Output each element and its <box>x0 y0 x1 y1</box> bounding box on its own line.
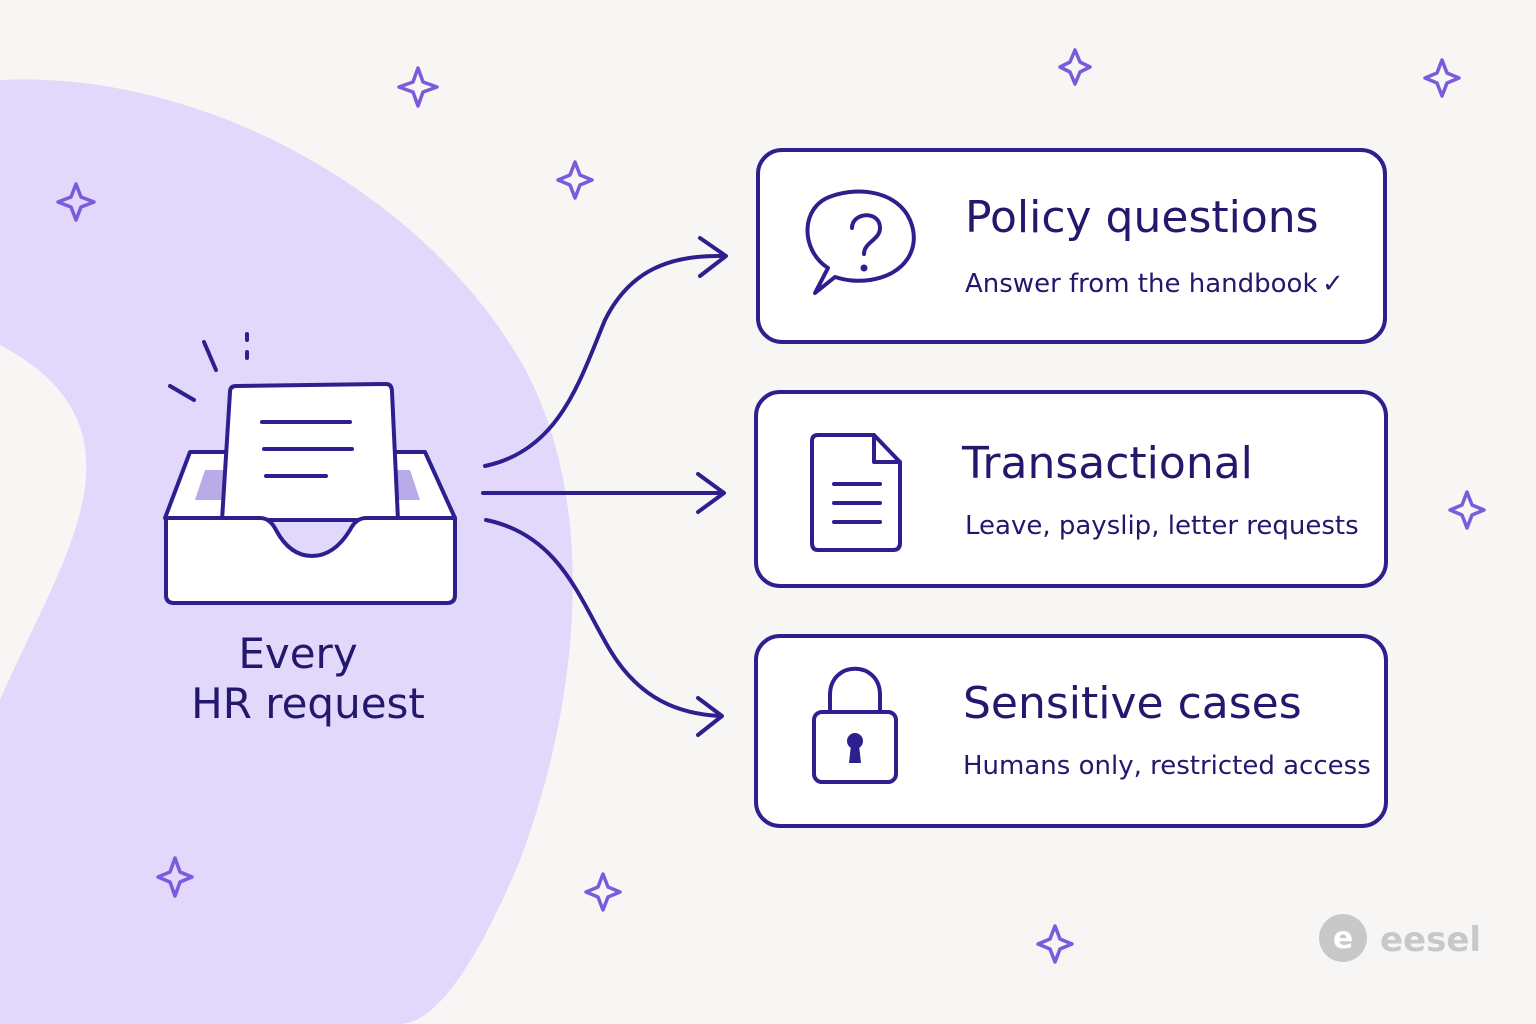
source-label-line2: HR request <box>191 679 425 728</box>
inbox-tray-icon <box>163 332 457 605</box>
arrow-to-transactional <box>481 472 726 514</box>
sparkle-icon <box>56 182 96 222</box>
document-icon <box>810 433 902 552</box>
brand-logo: e eesel <box>1319 914 1481 962</box>
card-subtitle: Humans only, restricted access <box>963 751 1371 781</box>
card-subtitle: Leave, payslip, letter requests <box>965 511 1359 541</box>
sparkle-icon <box>1423 58 1461 98</box>
sparkles <box>56 48 1486 964</box>
brand-logo-letter: e <box>1333 921 1353 956</box>
sparkle-icon <box>156 856 194 898</box>
brand-name: eesel <box>1380 920 1481 960</box>
check-mark: ✓ <box>1322 269 1344 299</box>
question-bubble-icon <box>805 189 916 295</box>
sparkle-icon <box>397 66 439 108</box>
sparkle-icon <box>1448 490 1486 530</box>
category-card-policy: Policy questions Answer from the handboo… <box>756 148 1387 344</box>
card-subtitle: Answer from the handbook <box>965 269 1318 299</box>
card-title: Sensitive cases <box>963 678 1302 729</box>
card-title: Transactional <box>961 438 1253 489</box>
category-card-transactional: Transactional Leave, payslip, letter req… <box>754 390 1388 588</box>
card-title: Policy questions <box>965 192 1319 243</box>
sparkle-icon <box>584 872 622 912</box>
arrow-to-sensitive <box>484 518 724 737</box>
category-card-sensitive: Sensitive cases Humans only, restricted … <box>754 634 1388 828</box>
sparkle-icon <box>556 160 594 200</box>
padlock-icon <box>812 666 898 784</box>
sparkle-icon <box>1058 48 1092 86</box>
arrow-to-policy <box>483 236 728 468</box>
sparkle-icon <box>1036 924 1074 964</box>
source-label-line1: Every <box>238 629 357 678</box>
